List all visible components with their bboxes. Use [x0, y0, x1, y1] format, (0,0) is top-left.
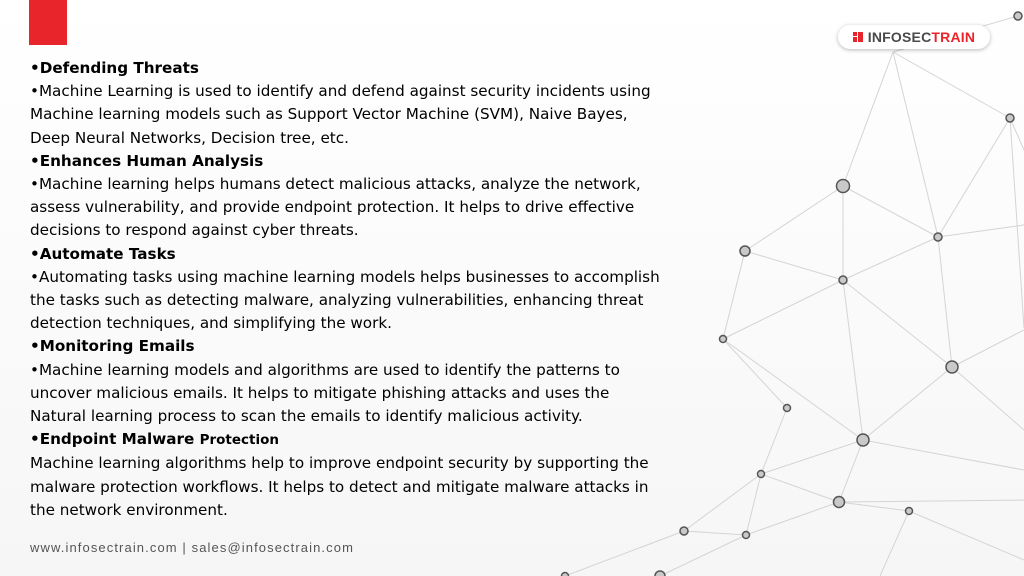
- section-body-monitoring-emails: •Machine learning models and algorithms …: [30, 360, 620, 426]
- section-heading-monitoring-emails: •Monitoring Emails: [30, 337, 195, 356]
- slide-body: •Defending Threats •Machine Learning is …: [30, 57, 670, 522]
- section-body-defending-threats: •Machine Learning is used to identify an…: [30, 82, 651, 147]
- section-body-automate-tasks: •Automating tasks using machine learning…: [30, 267, 660, 333]
- section-body-endpoint-malware-protection: Machine learning algorithms help to impr…: [30, 454, 649, 519]
- section-heading-endpoint-malware-protection: •Endpoint Malware Protection: [30, 428, 670, 452]
- logo-text-part1: INFOSEC: [867, 29, 932, 45]
- red-accent-tab: [29, 0, 67, 45]
- footer-contact: www.infosectrain.com | sales@infosectrai…: [30, 540, 355, 555]
- section-heading-enhances-human-analysis: •Enhances Human Analysis: [30, 151, 264, 170]
- infosectrain-logo: INFOSECTRAIN: [838, 25, 990, 49]
- heading-main-text: •Endpoint Malware: [30, 430, 200, 449]
- section-heading-automate-tasks: •Automate Tasks: [30, 244, 176, 263]
- heading-small-text: Protection: [199, 432, 279, 449]
- section-body-enhances-human-analysis: •Machine learning helps humans detect ma…: [30, 175, 641, 240]
- section-heading-defending-threats: •Defending Threats: [30, 59, 199, 77]
- logo-text: INFOSECTRAIN: [868, 30, 975, 44]
- logo-text-part2: TRAIN: [931, 29, 976, 45]
- logo-mark-icon: [852, 32, 863, 42]
